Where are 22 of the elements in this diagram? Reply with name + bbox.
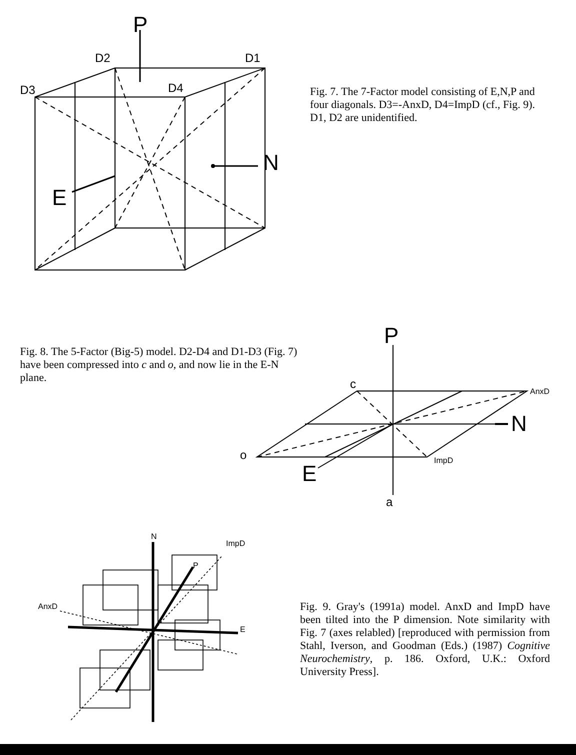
axis-label: N (151, 533, 157, 541)
vertex-label: D2 (95, 52, 110, 64)
vertex-label: a (386, 496, 393, 508)
axis-label: E (302, 463, 317, 485)
axis-label: ImpD (226, 540, 246, 548)
axis-label: AnxD (530, 388, 550, 396)
axis-label: E (52, 187, 67, 209)
axis-label: P (133, 14, 148, 36)
axis-label: AnxD (38, 603, 58, 611)
figure-caption: Fig. 8. The 5-Factor (Big-5) model. D2-D4 and D1-D3 (Fig. 7) have been compressed into c and o, and now lie in the E-N plane. (20, 346, 298, 385)
vertex-label: c (350, 378, 356, 390)
axis-label: E (240, 626, 246, 634)
axis-label: ImpD (434, 457, 454, 465)
axis-label: N (511, 413, 527, 435)
axis-label: P (193, 562, 198, 570)
vertex-label: D1 (245, 52, 260, 64)
axis-label: P (384, 325, 399, 347)
figure-caption: Fig. 9. Gray's (1991a) model. AnxD and ImpD have been tilted into the P dimension. Note similarity with Fig. 7 (axes relabled) [reproduced with permission from Stahl, Iverson, and Goodman (Eds.) (1987) Cognitive Neurochemistry, p. 186. Oxford, U.K.: Oxford University Press]. (300, 601, 550, 679)
vertex-label: D3 (20, 84, 36, 96)
vertex-label: o (240, 449, 247, 461)
figure-caption: Fig. 7. The 7-Factor model consisting of E,N,P and four diagonals. D3=-AnxD, D4=ImpD (cf., Fig. 9). D1, D2 are unidentified. (310, 86, 536, 125)
vertex-label: D4 (168, 82, 184, 94)
